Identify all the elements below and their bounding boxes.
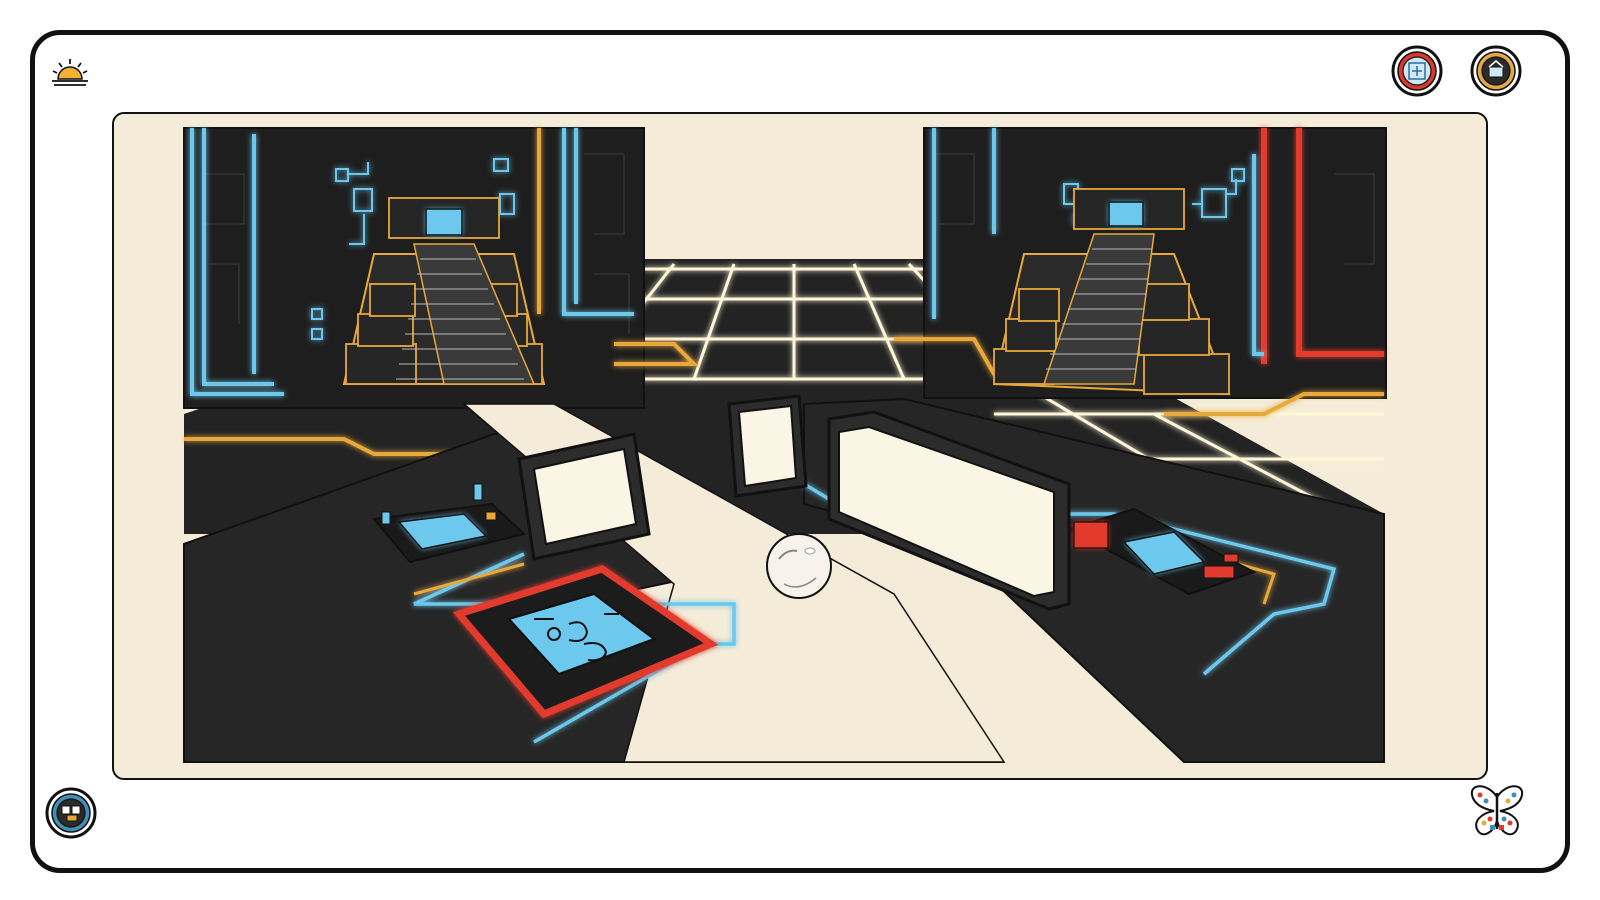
left-temple-pyramid [342, 197, 546, 385]
gold-scene-badge-icon[interactable] [1470, 45, 1522, 97]
sun-icon[interactable] [50, 57, 90, 87]
left-portal-frame[interactable] [517, 432, 651, 561]
red-puzzle-badge-icon[interactable] [1391, 45, 1443, 97]
game-scene [183, 127, 1387, 763]
right-portal-frame[interactable] [827, 410, 1071, 611]
floor-pressure-plate[interactable] [452, 565, 719, 719]
right-console[interactable] [1066, 507, 1257, 596]
glass-orb[interactable] [766, 533, 832, 599]
inventory-badge-icon[interactable] [45, 787, 97, 839]
scene-card [112, 112, 1488, 780]
right-temple-pyramid [992, 188, 1231, 396]
screen-title [0, 0, 1, 1]
center-portal-frame[interactable] [727, 394, 808, 498]
butterfly-icon[interactable] [1466, 783, 1528, 839]
left-console[interactable] [372, 483, 527, 564]
